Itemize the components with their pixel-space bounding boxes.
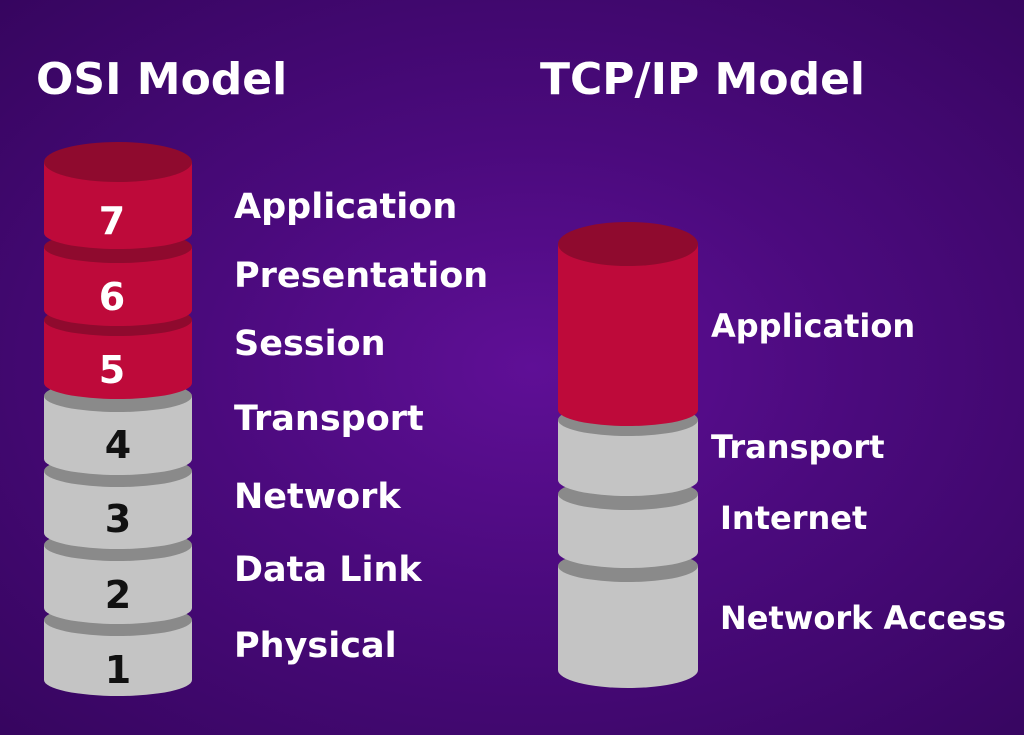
osi-layer-number: 5 bbox=[99, 348, 125, 392]
tcpip-label-application: Application bbox=[711, 307, 916, 345]
osi-label-session: Session bbox=[234, 324, 386, 364]
osi-label-transport: Transport bbox=[234, 399, 424, 439]
osi-layer-number: 2 bbox=[105, 573, 131, 617]
tcpip-label-network-access: Network Access bbox=[720, 599, 1007, 637]
osi-layer-number: 7 bbox=[99, 199, 125, 243]
osi-layer-number: 1 bbox=[105, 648, 131, 692]
osi-layer-number: 3 bbox=[105, 497, 131, 541]
osi-label-network: Network bbox=[234, 477, 401, 517]
tcpip-network-access-cylinder bbox=[558, 550, 698, 688]
tcpip-label-transport: Transport bbox=[711, 428, 885, 466]
osi-layer-number: 6 bbox=[99, 275, 125, 319]
osi-label-physical: Physical bbox=[234, 626, 397, 666]
osi-label-data-link: Data Link bbox=[234, 550, 422, 590]
osi-model-title: OSI Model bbox=[36, 54, 288, 105]
osi-layer-number: 4 bbox=[105, 423, 131, 467]
osi-label-application: Application bbox=[234, 187, 458, 227]
osi-label-presentation: Presentation bbox=[234, 256, 489, 296]
tcpip-application-cylinder bbox=[558, 222, 698, 426]
osi-layer-7-cylinder: 7 bbox=[44, 142, 192, 249]
tcpip-model-title: TCP/IP Model bbox=[540, 54, 865, 105]
tcpip-label-internet: Internet bbox=[720, 499, 868, 537]
